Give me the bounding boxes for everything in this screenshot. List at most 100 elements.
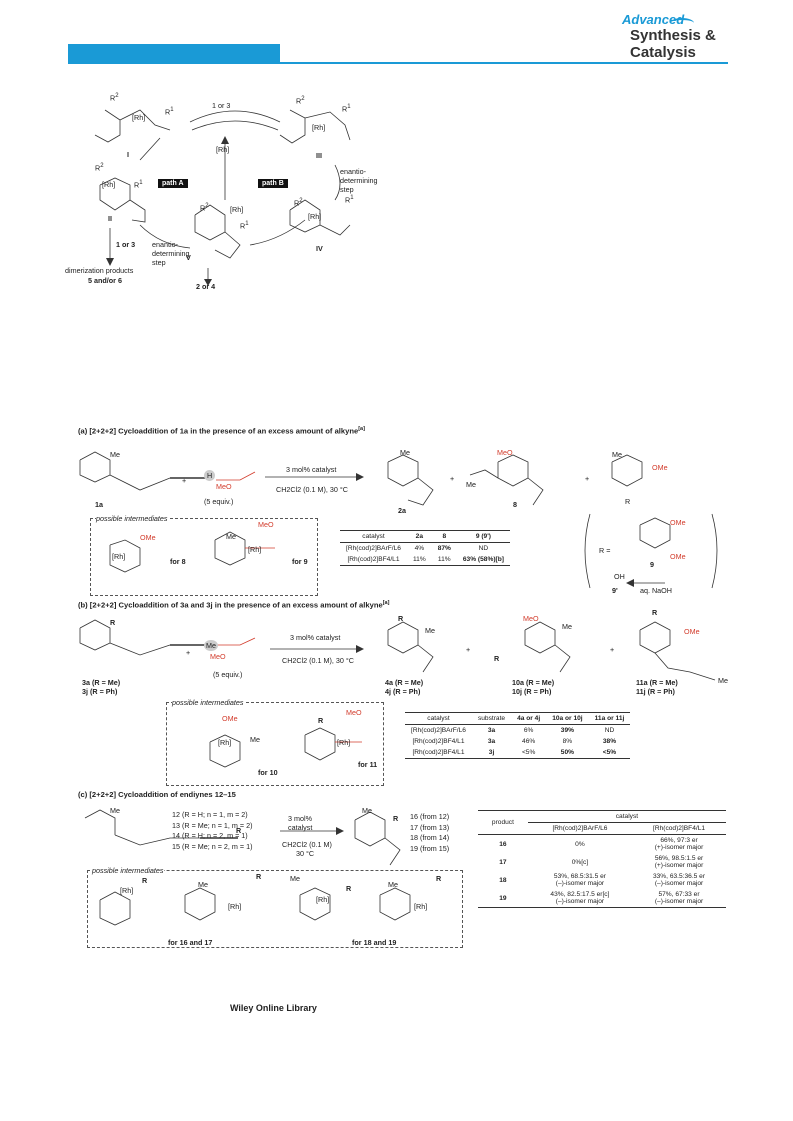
c-substrates: 12 (R = H; n = 1, m = 2) 13 (R = Me; n =… [172,810,253,852]
table-row: 17 0%[c] 56%, 98.5:1.5 er(+)-isomer majo… [499,855,704,869]
list-item: 12 (R = H; n = 1, m = 2) [172,810,248,819]
II-R1: R1 [134,180,143,190]
b-th-2: 4a or 4j [511,712,547,725]
III-R2: R2 [296,96,305,106]
arrowhead-down-1 [106,258,114,266]
label-4a: 4a (R = Me) [385,678,424,687]
c-th-catalyst: catalyst [527,810,726,823]
b-th-0: catalyst [405,712,472,725]
b-plus2: + [466,645,471,654]
logo-swoosh-icon [670,18,694,28]
path-b-badge: path B [258,179,288,188]
a-9-me: Me [612,450,622,459]
label-II: II [108,214,112,223]
logo-word: Advanced [622,12,685,27]
alkyne-reagent-a [216,471,256,481]
V-R2: R2 [200,203,209,213]
label-III: III [316,151,322,160]
int-10 [209,734,241,768]
c-for1617: for 16 and 17 [168,938,213,947]
I-R1: R1 [165,107,174,117]
label-3a: 3a (R = Me) [82,678,121,687]
label-11j: 11j (R = Ph) [636,687,675,696]
table-row: [Rh(cod)2]BArF/L6 4% 87% ND [346,545,489,552]
a-int-rh2: [Rh] [248,545,262,554]
a-table: catalyst 2a 8 9 (9') [Rh(cod)2]BArF/L6 4… [340,530,510,566]
a-h: H [204,470,216,481]
header-bar [68,44,280,64]
alkyne-reagent-b [217,637,256,646]
int-8 [109,539,141,573]
struct-11 [639,621,671,654]
c-th-1: [Rh(cod)2]BArF/L6 [527,822,633,835]
header-rule [68,62,728,64]
label-1a: 1a [95,500,103,509]
c-th-2: [Rh(cod)2]BF4/L1 [632,822,726,835]
footer-wiley: Wiley Online Library [230,1003,317,1013]
struct-I-b [119,109,171,131]
part-c-title: (c) [2+2+2] Cycloaddition of endiynes 12… [78,790,236,799]
list-item: 15 (R = Me; n = 2, m = 1) [172,841,253,851]
b-table: catalyst substrate 4a or 4j 10a or 10j 1… [405,712,631,759]
enantio-right: enantio- determining step [340,167,378,194]
c-int-r3: R [346,884,352,893]
struct-4-lactone [417,644,434,673]
c-int-me2: Me [290,874,300,883]
c-int-r4: R [436,874,442,883]
a-for9: for 9 [292,557,308,566]
c-int-rh1: [Rh] [120,886,134,895]
struct-8-lactone [527,477,544,506]
struct-2a-lactone [407,477,434,506]
int-17 [184,887,216,921]
b-th-1: substrate [471,712,512,725]
b-intermediates-box [166,702,384,786]
arrowhead-b [356,645,364,653]
c-prod-me: Me [362,806,372,815]
b-conditions: CH2Cl2 (0.1 M), 30 °C [282,656,354,665]
b-11-r: R [652,608,658,617]
struct-III [279,109,306,144]
b-r: R [110,618,116,627]
c-th-product: product [478,810,528,835]
table-row: [Rh(cod)2]BF4/L1 3a 46% 8% 38% [412,738,617,745]
int-16 [99,891,131,926]
dimer-text: dimerization products [65,266,134,275]
a-2a-me: Me [400,448,410,457]
struct-8-chain [469,469,499,479]
rh-center: [Rh] [216,145,230,154]
b-int-rh2: [Rh] [337,738,351,747]
journal-logo: Advanced Synthesis & Catalysis [590,10,740,64]
arrowhead-naoh [626,579,634,587]
struct-1a-chain [109,474,171,491]
table-row: [Rh(cod)2]BF4/L1 11% 11% 63% (58%)[b] [340,554,510,566]
label-10j: 10j (R = Ph) [512,687,552,696]
b-possible: possible intermediates [172,698,244,707]
a-intermediates-box [90,518,318,596]
a-plus1: + [182,476,187,485]
table-row: [Rh(cod)2]BF4/L1 3j <5% 50% <5% [405,747,631,759]
b-me-circle: Me [204,640,218,651]
struct-16-19 [354,811,386,847]
enantio-left: enantio- determining step [152,240,190,267]
a-plus2: + [450,474,455,483]
a-br-ome2: OMe [670,552,686,561]
struct-12-15 [84,809,116,835]
struct-3-chain [109,642,171,656]
path-a-badge: path A [158,179,188,188]
V-rh: [Rh] [230,205,244,214]
label-9p: 9' [612,586,618,595]
a-th-0: catalyst [340,530,407,543]
struct-9-ring [639,517,671,549]
III-rh: [Rh] [312,123,326,132]
a-me: Me [110,450,120,459]
a-br-ome1: OMe [670,518,686,527]
struct-3 [79,619,111,651]
table-row: 16 0% 66%, 97:3 er(+)-isomer major [499,837,704,851]
b-plus3: + [610,645,615,654]
bracket-left [584,513,591,589]
struct-10 [524,621,556,654]
a-naoh: aq. NaOH [640,586,672,595]
I-R2: R2 [110,93,119,103]
a-possible: possible intermediates [96,514,168,523]
